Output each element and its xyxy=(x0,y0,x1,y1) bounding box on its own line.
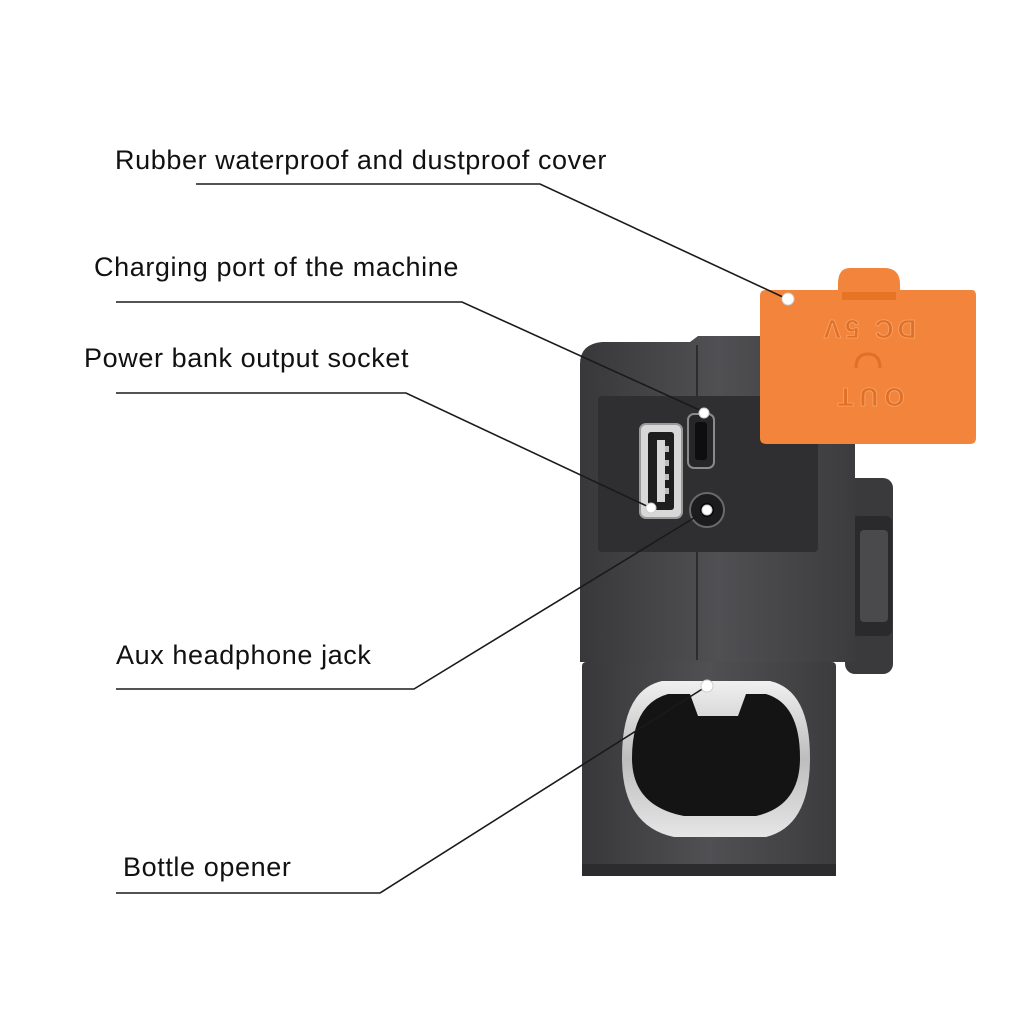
label-bottle-opener: Bottle opener xyxy=(123,852,292,882)
dot-opener xyxy=(700,679,714,693)
usb-port xyxy=(639,423,683,519)
label-rubber-cover: Rubber waterproof and dustproof cover xyxy=(115,145,607,175)
label-power-bank-socket: Power bank output socket xyxy=(84,343,410,373)
leader-line-charging xyxy=(116,301,705,413)
label-aux-jack: Aux headphone jack xyxy=(116,640,372,670)
micro-usb-port xyxy=(687,413,715,469)
cover-marking: OUT DC 5V xyxy=(819,314,917,413)
dot-powerbank xyxy=(645,502,657,514)
leader-line-aux xyxy=(116,509,708,690)
cover-marking-dc: DC 5V xyxy=(820,314,917,344)
dot-charging xyxy=(698,407,710,419)
rubber-cover: OUT DC 5V xyxy=(760,268,976,444)
leader-lines xyxy=(116,183,786,894)
dot-cover xyxy=(781,292,795,306)
callout-dots xyxy=(645,292,795,693)
dot-aux xyxy=(701,504,713,516)
cover-marking-out: OUT xyxy=(832,382,905,412)
leader-line-powerbank xyxy=(116,392,652,509)
leader-line-cover xyxy=(196,183,786,299)
leader-line-opener xyxy=(116,685,708,894)
side-clip xyxy=(845,478,893,674)
bottle-opener xyxy=(622,681,810,837)
label-charging-port: Charging port of the machine xyxy=(94,252,460,282)
